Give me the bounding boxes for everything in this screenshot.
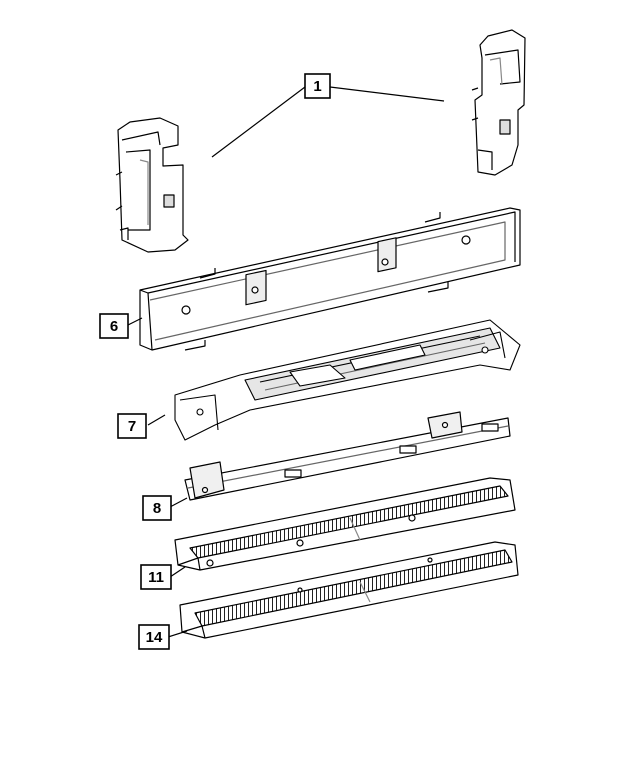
left-corner-bumper-icon: [115, 117, 189, 253]
upper-step-pad-icon: [174, 477, 516, 571]
callout-6-label: 6: [110, 318, 118, 335]
callout-14-label: 14: [146, 629, 163, 646]
callout-7-label: 7: [128, 418, 136, 435]
callout-8: 8: [142, 495, 172, 521]
bumper-reinforcement-icon: [174, 319, 521, 441]
right-corner-bumper-icon: [471, 29, 526, 176]
callout-7: 7: [117, 413, 147, 439]
leader-lines: [127, 86, 445, 638]
callout-14: 14: [138, 624, 170, 650]
callout-8-label: 8: [153, 500, 161, 517]
callout-11: 11: [140, 564, 172, 590]
callout-11-label: 11: [148, 569, 164, 586]
callout-1: 1: [304, 73, 331, 99]
callout-1-label: 1: [313, 78, 321, 95]
rear-bumper-beam-icon: [139, 207, 521, 351]
bumper-bracket-icon: [184, 411, 511, 501]
callout-6: 6: [99, 313, 129, 339]
